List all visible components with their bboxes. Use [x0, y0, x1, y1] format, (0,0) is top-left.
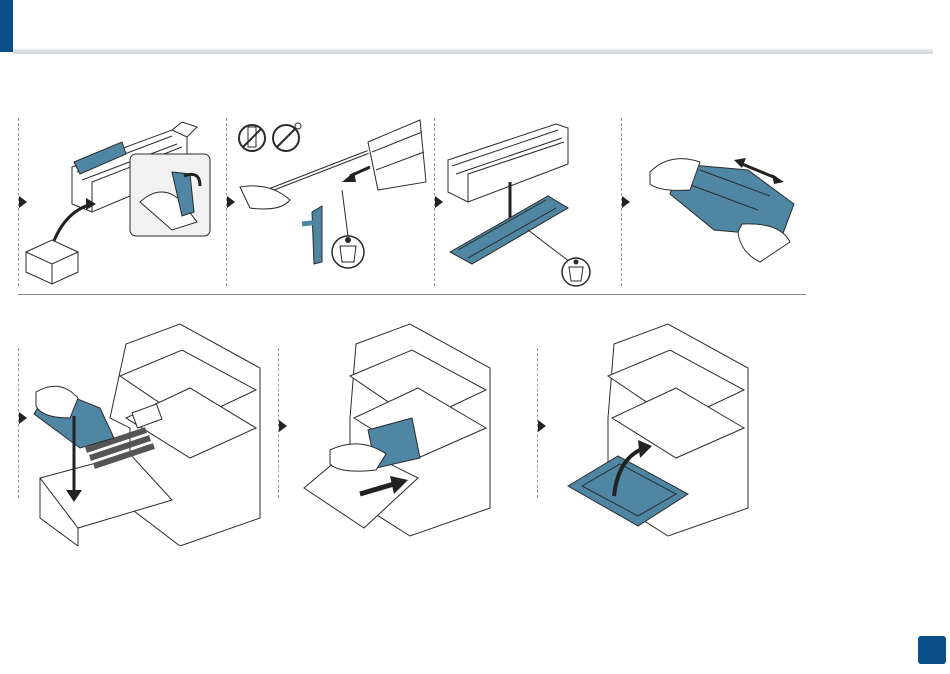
step-close-door — [548, 318, 788, 546]
row-separator — [18, 294, 806, 295]
step-unpack-toner — [22, 112, 222, 287]
no-shake-icon — [239, 125, 265, 151]
recycle-bin-icon — [562, 258, 590, 286]
recycle-bin-icon — [332, 236, 364, 268]
step-insert-cartridge — [30, 318, 270, 546]
header-rule — [13, 49, 933, 54]
step-arrow-icon — [279, 420, 287, 432]
step-shake-cartridge — [630, 112, 810, 287]
step-push-cartridge — [290, 318, 530, 546]
step-arrow-icon — [622, 196, 630, 208]
no-touch-icon — [273, 123, 301, 151]
step-arrow-icon — [19, 412, 27, 424]
page-number-badge — [918, 636, 946, 664]
step-remove-seal — [230, 112, 430, 287]
seal-clip — [312, 206, 322, 264]
step-remove-cover — [438, 112, 618, 287]
section-tab — [0, 0, 13, 52]
step-arrow-icon — [538, 420, 546, 432]
